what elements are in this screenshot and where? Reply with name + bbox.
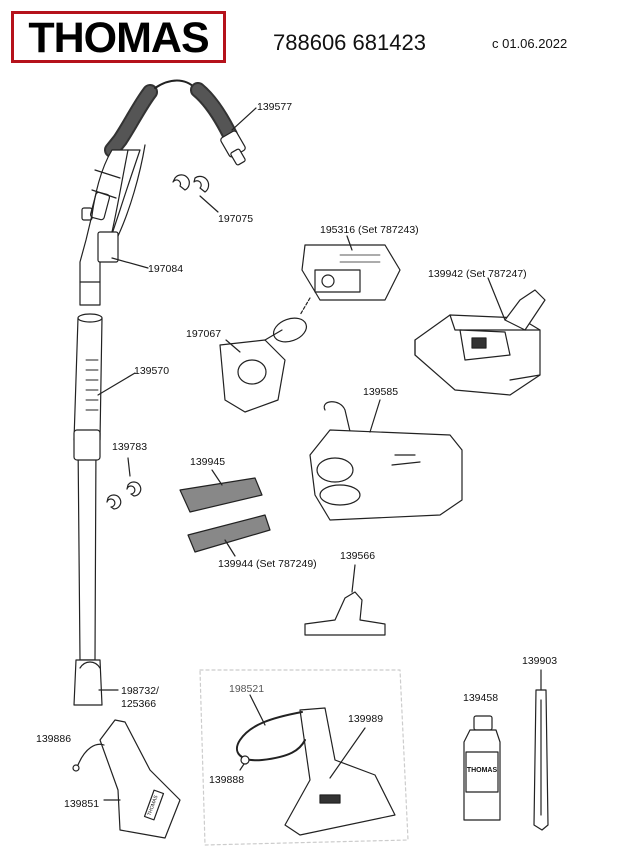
label-195316: 195316 (Set 787243) [320, 224, 419, 236]
model-numbers: 788606 681423 [273, 30, 426, 55]
telescopic-tube [73, 313, 103, 706]
crevice-tool [533, 689, 549, 831]
rings-139783 [106, 481, 142, 510]
detergent-bottle [463, 715, 501, 821]
brand-name: THOMAS [28, 14, 209, 62]
label-125366: 125366 [121, 698, 157, 710]
bag-holder [219, 317, 308, 413]
floor-nozzle-139942 [414, 289, 546, 396]
valid-from-date: с 01.06.2022 [492, 36, 568, 51]
label-139566: 139566 [340, 550, 376, 562]
dust-bag [301, 244, 401, 301]
label-139945: 139945 [190, 456, 226, 468]
label-197084: 197084 [148, 263, 184, 275]
filter-pads [179, 477, 271, 553]
label-139458: 139458 [463, 692, 499, 704]
label-197075: 197075 [218, 213, 254, 225]
label-198732: 198732/ [121, 685, 159, 697]
thomas-logo: THOMAS [11, 11, 226, 63]
label-139577: 139577 [257, 101, 293, 113]
clips-197075 [172, 174, 210, 193]
bottle-brand-label: THOMAS [467, 767, 498, 774]
label-139944: 139944 (Set 787249) [218, 558, 317, 570]
upholstery-nozzle [304, 591, 386, 636]
hose-handle [79, 79, 246, 306]
label-139903: 139903 [522, 655, 558, 667]
label-139585: 139585 [363, 386, 399, 398]
label-139888: 139888 [209, 774, 245, 786]
wet-nozzle-139851 [72, 719, 181, 839]
wet-cleaning-kit [199, 669, 409, 846]
label-139989: 139989 [348, 713, 384, 725]
turbo-nozzle-139585 [309, 401, 463, 521]
label-139886: 139886 [36, 733, 72, 745]
label-139783: 139783 [112, 441, 148, 453]
label-139851: 139851 [64, 798, 100, 810]
label-139570: 139570 [134, 365, 170, 377]
label-198521: 198521 [229, 683, 265, 695]
label-139942: 139942 (Set 787247) [428, 268, 527, 280]
label-197067: 197067 [186, 328, 222, 340]
